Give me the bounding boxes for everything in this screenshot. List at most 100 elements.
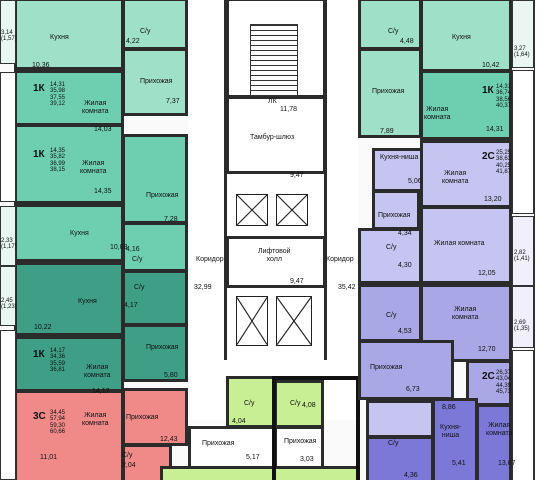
left-kitchen-2-label: Кухня (70, 230, 89, 237)
right-hall-1-area: 7,89 (380, 128, 394, 135)
left-hall-4[interactable] (122, 388, 188, 446)
left-loggia-3[interactable] (0, 266, 16, 326)
lift-1 (236, 194, 268, 226)
left-living-4-label: Жилая комната (82, 412, 109, 427)
right-loggia-3[interactable] (512, 286, 534, 348)
right-bath-1-label: С/у (388, 28, 399, 35)
left-apt3-type: 1К (33, 349, 45, 360)
right-bath-3b-label: С/у (388, 440, 399, 447)
right-loggia-1-a: 3,27 (514, 46, 526, 52)
left-bath-4-label: С/у (122, 452, 133, 459)
right-apt3-l1: 43,04 (496, 376, 512, 383)
left-bath-2[interactable] (122, 222, 188, 272)
left-apt1-l3: 39,12 (50, 101, 66, 108)
selected-apartment-outline (272, 376, 360, 480)
right-bath-1-area: 4,48 (400, 38, 414, 45)
left-apt1-living[interactable] (14, 70, 124, 126)
right-apt2b-living[interactable] (420, 206, 512, 284)
left-kitchen-2-area: 10,03 (110, 244, 128, 251)
left-bath-3[interactable] (122, 270, 188, 326)
right-apt3b-living[interactable] (476, 404, 512, 480)
right-apt2-stack: 25,25 38,63 40,25 41,87 (496, 150, 511, 176)
left-apt1-stack: 14,31 35,98 37,55 39,12 (50, 82, 65, 108)
left-apt4-l1: 57,94 (50, 416, 66, 423)
right-loggia-3-b: (1,35) (514, 326, 530, 333)
left-living-1-label: Жилая комната (82, 100, 109, 115)
right-loggia-1[interactable] (512, 0, 534, 68)
right-apt2-l3: 41,87 (496, 169, 512, 176)
lift-hall[interactable] (226, 236, 326, 288)
corridor-left-label: Коридор (196, 256, 224, 263)
right-hall-2[interactable] (372, 190, 420, 230)
right-bath-3b[interactable] (366, 436, 434, 480)
right-hall-3[interactable] (358, 340, 454, 400)
right-apt1-stack: 14,31 36,74 38,56 40,37 (496, 84, 511, 110)
right-apt1-type: 1К (482, 85, 494, 96)
center-bath-a-area: 4,04 (232, 418, 246, 425)
right-apt3-l0: 26,37 (496, 370, 512, 376)
left-living-1-area: 14,03 (94, 126, 112, 133)
tambour-lock[interactable] (226, 96, 326, 174)
right-kitchen-1[interactable] (420, 0, 512, 72)
right-loggia-2[interactable] (512, 216, 534, 286)
left-living-2-area: 14,35 (94, 188, 112, 195)
lift-hall-label: Лифтовой холл (258, 248, 291, 263)
center-hall-b-label: Прихожая (284, 438, 317, 445)
right-loggia-2-text: 2,82 (1,41) (514, 250, 530, 263)
lift-4 (276, 296, 312, 346)
right-bath-3[interactable] (358, 284, 422, 342)
left-kitchen-1[interactable] (14, 0, 124, 70)
left-hall-3[interactable] (122, 324, 188, 382)
right-bath-3-label: С/у (386, 312, 397, 319)
right-apt2-type: 2С (482, 151, 495, 162)
left-loggia-2[interactable] (0, 206, 16, 266)
left-loggia-1-b: (1,57) (1, 36, 17, 43)
left-hall-3-label: Прихожая (146, 344, 179, 351)
right-apt1-l1: 36,74 (496, 90, 512, 97)
right-living-3-area: 12,70 (478, 346, 496, 353)
right-apt2-l2: 40,25 (496, 162, 512, 169)
left-loggia-2-a: 2,33 (1, 238, 13, 244)
left-kitchen-3-area: 10,22 (34, 324, 52, 331)
left-apt1-type: 1К (33, 83, 45, 94)
center-hall-a-label: Прихожая (202, 440, 235, 447)
tambour-area: 9,47 (290, 172, 304, 179)
left-apt1-l1: 35,98 (50, 88, 66, 95)
left-hall-2[interactable] (122, 134, 188, 224)
left-kitchen-3[interactable] (14, 262, 124, 336)
wall-core-right (324, 0, 327, 360)
right-apt2-living[interactable] (420, 140, 512, 208)
left-living-3-label: Жилая комната (84, 364, 111, 379)
left-loggia-2-text: 2,33 (1,17) (1, 238, 17, 251)
right-bath-2[interactable] (358, 228, 422, 284)
right-bath-2-label: С/у (386, 244, 397, 251)
left-apt4-l0: 34,45 (50, 410, 66, 416)
right-apt1-living[interactable] (420, 70, 512, 140)
left-kitchen-2[interactable] (14, 204, 124, 262)
left-loggia-1[interactable] (0, 0, 16, 64)
left-hall-3-area: 5,80 (164, 372, 178, 379)
left-apt3-l2: 35,59 (50, 360, 66, 367)
left-bath-1-label: С/у (140, 28, 151, 35)
center-hall-a-area: 5,17 (246, 454, 260, 461)
right-living-3b-label: Жилая комната (486, 422, 513, 437)
left-apt2-type: 1К (33, 149, 45, 160)
left-hall-1-area: 7,37 (166, 98, 180, 105)
left-apt3-l0: 14,17 (50, 348, 66, 354)
right-hall-1[interactable] (358, 48, 422, 138)
right-living-3-label: Жилая комната (452, 306, 479, 321)
right-living-1-area: 14,31 (486, 126, 504, 133)
left-loggia-3-b: (1,23) (1, 304, 17, 311)
left-hall-2-area: 7,28 (164, 216, 178, 223)
center-hall-b-area: 3,03 (300, 456, 314, 463)
left-apt4-living[interactable] (14, 390, 124, 480)
left-apt2-l2: 36,99 (50, 160, 66, 167)
right-block-light[interactable] (366, 400, 434, 438)
left-hall-2-label: Прихожая (146, 192, 179, 199)
left-loggia-1-text: 3,14 (1,57) (1, 30, 17, 43)
left-bath-3-label: С/у (134, 284, 145, 291)
left-apt4-stack: 34,45 57,94 59,30 60,66 (50, 410, 65, 436)
left-loggia-3-a: 2,45 (1, 298, 13, 304)
left-kitchen-3-label: Кухня (78, 298, 97, 305)
